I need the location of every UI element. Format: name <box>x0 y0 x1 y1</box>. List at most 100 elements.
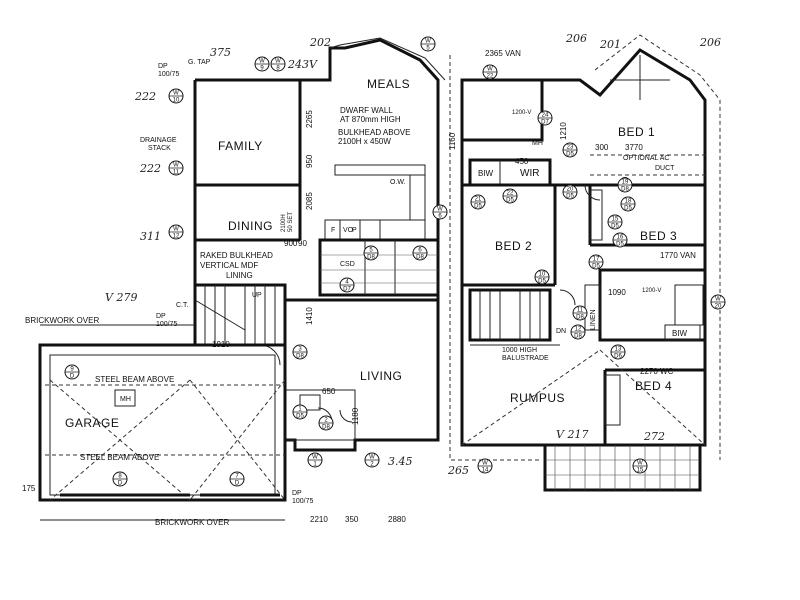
oven-wall-label: O.W. <box>390 179 406 186</box>
garage-diagonal-4 <box>189 379 286 501</box>
biw-bath <box>664 324 701 341</box>
door-tag-d2: 2D8 <box>318 415 334 431</box>
door-tag-bottom: D8 <box>296 354 304 360</box>
dim-650: 650 <box>322 387 336 396</box>
door-tag-d7: 7D <box>229 471 245 487</box>
window-tag-w22: W22 <box>482 64 498 80</box>
note-optional-ac-2: DUCT <box>655 165 675 172</box>
door-swing <box>559 289 576 306</box>
note-drainage-2: STACK <box>148 145 171 152</box>
bath <box>674 284 704 326</box>
note-balustrade-1: 1000 HIGH <box>502 347 537 354</box>
ground-floor-plan <box>193 37 446 452</box>
window-tag-bottom: 6 <box>438 214 442 220</box>
note-optional-ac-1: OPTIONAL AC <box>623 155 669 162</box>
balcony <box>543 443 702 492</box>
note-drainage-1: DRAINAGE <box>140 137 177 144</box>
rumpus-diagonal-2 <box>599 349 706 446</box>
hand-272: 272 <box>643 430 665 443</box>
door-tag-bottom: D5 <box>566 194 574 200</box>
window-tag-bottom: 8 <box>276 66 280 72</box>
dim-90: 90 <box>298 239 307 248</box>
hand-v217: V 217 <box>556 428 588 441</box>
dim-950: 950 <box>305 154 314 168</box>
window-tag-bottom: 15 <box>637 468 644 474</box>
garage-outer-wall <box>38 343 287 502</box>
window-tag-top: W <box>425 39 431 45</box>
room-label-wir: WIR <box>520 168 539 179</box>
dim-1200v-2: 1200-V <box>642 288 661 294</box>
annotations: DWARF WALL AT 870mm HIGH BULKHEAD ABOVE … <box>25 59 675 527</box>
garage-diagonal-2 <box>49 379 191 501</box>
note-raked-3: LINING <box>226 271 253 280</box>
window-tag-bottom: 20 <box>715 304 722 310</box>
door-tag-top: 24 <box>542 113 549 119</box>
balcony-hatching <box>545 445 700 490</box>
stair-up-label: UP <box>252 292 262 299</box>
window-tag-bottom: 1 <box>313 462 317 468</box>
room-label-bed2: BED 2 <box>495 239 532 253</box>
door-tag-bottom: D <box>235 481 240 487</box>
stair-arrow <box>194 299 246 331</box>
window-tag-top: W <box>369 455 375 461</box>
door-tag-top: 21 <box>475 197 482 203</box>
door-tag-d9: 9D <box>64 364 80 380</box>
window-tag-bottom: 14 <box>482 468 489 474</box>
hand-206a: 206 <box>565 32 587 45</box>
door-tag-bottom: D5 <box>296 414 304 420</box>
door-tag-top: 15 <box>612 217 619 223</box>
note-f: F <box>331 227 335 234</box>
window-tag-w1: W1 <box>307 452 323 468</box>
window-tag-w6: W6 <box>432 204 448 220</box>
door-tag-top: 7 <box>235 474 239 480</box>
manhole-label-upper: MH <box>532 140 543 147</box>
upper-floor-plan <box>449 34 721 492</box>
room-label-biw-2: BIW <box>672 329 688 338</box>
door-tag-d8: 8D <box>112 471 128 487</box>
room-label-bed3: BED 3 <box>640 229 677 243</box>
door-tag-top: 1 <box>298 407 302 413</box>
door-tag-bottom: D8 <box>322 425 330 431</box>
dim-1770: 1770 VAN <box>660 251 696 260</box>
manhole <box>114 389 136 407</box>
dim-450: 450 <box>515 157 529 166</box>
note-p: P <box>352 227 357 234</box>
dim-2365: 2365 VAN <box>485 49 521 58</box>
laundry-block <box>318 238 440 297</box>
window-tag-w11: W11 <box>168 160 184 176</box>
dim-3770: 3770 <box>625 143 643 152</box>
window-tag-top: W <box>259 59 265 65</box>
door-tag-bottom: D5 <box>592 264 600 270</box>
dim-900: 900 <box>284 239 298 248</box>
door-tag-bottom: D7 <box>343 287 351 293</box>
dim-2880: 2880 <box>388 515 406 524</box>
hand-243v: 243V <box>287 58 318 71</box>
window-tag-top: W <box>173 91 179 97</box>
door-tag-bottom: D5 <box>624 206 632 212</box>
note-dp-3b: 100/75 <box>292 498 314 505</box>
door-tag-bottom: D <box>118 481 123 487</box>
hand-375: 375 <box>210 46 231 59</box>
door-tag-top: 5 <box>369 248 373 254</box>
hand-265: 265 <box>447 464 469 477</box>
door-tag-bottom: D6 <box>614 354 622 360</box>
note-bulkhead-1: BULKHEAD ABOVE <box>338 128 410 137</box>
door-tag-bottom: D5 <box>611 224 619 230</box>
hand-311: 311 <box>140 230 161 243</box>
kitchen-oven-bench <box>409 174 426 221</box>
door-tag-top: 2 <box>324 418 328 424</box>
room-label-biw-1: BIW <box>478 169 494 178</box>
room-label-living: LIVING <box>360 369 402 383</box>
window-tag-w2: W2 <box>364 452 380 468</box>
note-dp-2: DP <box>156 313 166 320</box>
dim-1910: 1910 <box>212 340 230 349</box>
door-swing <box>339 409 353 423</box>
hand-222a: 222 <box>134 90 156 103</box>
